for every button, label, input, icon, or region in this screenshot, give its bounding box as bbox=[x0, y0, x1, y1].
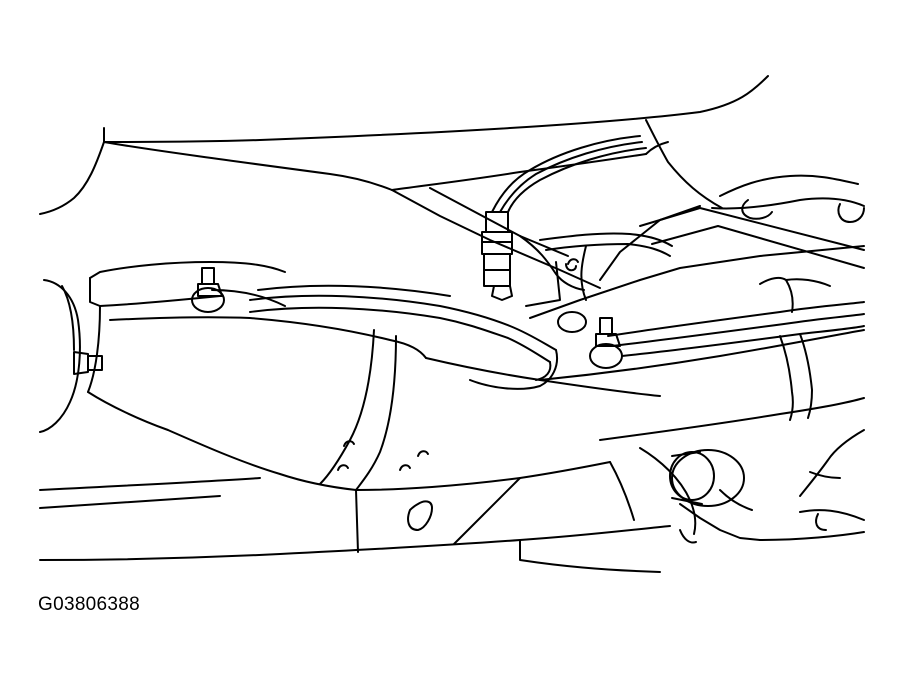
mounting-bolt bbox=[74, 264, 622, 374]
sensor-wire bbox=[492, 136, 646, 212]
catalytic-converter bbox=[40, 262, 670, 560]
frame-rail bbox=[392, 176, 864, 318]
fuel-lines bbox=[250, 286, 864, 389]
heat-shield bbox=[338, 259, 660, 552]
exhaust-hanger bbox=[670, 450, 752, 543]
figure-code: G03806388 bbox=[38, 594, 141, 615]
oxygen-sensor bbox=[482, 212, 512, 300]
exhaust-pipe bbox=[40, 278, 864, 572]
vehicle-floor-pan bbox=[40, 76, 768, 214]
